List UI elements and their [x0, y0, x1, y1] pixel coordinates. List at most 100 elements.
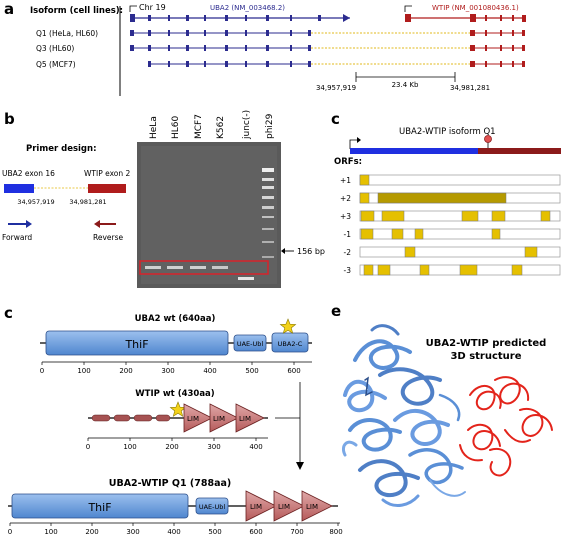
- uba2-exon-bar: [4, 184, 34, 193]
- uba2-wt-title: UBA2 wt (640aa): [135, 314, 216, 324]
- frame-label: -1: [344, 230, 352, 239]
- coord-right-label: 34,981,281: [450, 84, 490, 92]
- wtip-low-complexity-segments: [91, 414, 171, 422]
- isoform-q3-label: Q3 (HL60): [36, 44, 74, 53]
- panel-a-letter: a: [4, 0, 14, 18]
- frame-label: +1: [340, 176, 351, 185]
- axis-tick-label: 800: [329, 528, 342, 536]
- lim-label: LIM: [306, 503, 318, 511]
- transcript-uba2-segment: [350, 148, 478, 154]
- lane-label: MCF7: [194, 114, 204, 139]
- primer-title: Primer design:: [26, 144, 96, 154]
- lim-domain: [235, 403, 265, 433]
- fusion-lim-domain: [301, 490, 333, 522]
- orfs-label: ORFs:: [334, 157, 362, 167]
- reverse-primer-arrow: [94, 220, 116, 228]
- primer-coord-right: 34,981,281: [69, 198, 106, 206]
- gene-model-row: [129, 5, 526, 22]
- axis-tick-label: 0: [8, 528, 12, 536]
- lim-label: LIM: [278, 503, 290, 511]
- axis-tick-label: 100: [123, 443, 136, 451]
- uae-ubl-domain: [233, 334, 267, 352]
- orf-frame-plus2: +2: [340, 192, 561, 204]
- orf-frame-minus2: -2: [344, 246, 561, 258]
- panel-e-letter: e: [331, 302, 341, 320]
- panel-b-letter: b: [4, 110, 15, 128]
- coordinate-span: 23.4 Kb 34,957,919 34,981,281: [316, 72, 490, 92]
- axis-tick-label: 0: [86, 443, 90, 451]
- forward-label: Forward: [2, 233, 32, 242]
- fusion-title: UBA2-WTIP Q1 (788aa): [109, 478, 232, 489]
- thif-label: ThiF: [124, 338, 148, 351]
- protein-structure-blue: [341, 324, 466, 507]
- wtip-axis: 0 100 200 300 400: [86, 437, 268, 451]
- panel-c-orfs: c UBA2-WTIP isoform Q1 ORFs: +1 +2 +3: [331, 110, 561, 276]
- orf-panel-title: UBA2-WTIP isoform Q1: [399, 127, 496, 137]
- wtip-gene-label: WTIP (NM_001080436.1): [432, 4, 519, 12]
- fusion-uae-ubl-label: UAE-Ubl: [199, 503, 226, 511]
- fusion-axis: 0 100 200 300 400 500 600 700 800: [8, 522, 343, 536]
- thif-domain: [45, 330, 229, 356]
- band-size-label: 156 bp: [297, 247, 325, 256]
- exon-left-label: UBA2 exon 16: [2, 169, 55, 178]
- lane-label: phi29: [265, 113, 275, 139]
- lim-label: LIM: [239, 415, 251, 423]
- wtip-wt-title: WTIP wt (430aa): [135, 389, 214, 399]
- fusion-uae-ubl-domain: [195, 497, 229, 515]
- transcript-wtip-segment: [478, 148, 561, 154]
- axis-tick-label: 600: [287, 367, 300, 375]
- orf-frame-plus3: +3: [340, 210, 561, 222]
- isoform-q5-row: Q5 (MCF7): [36, 60, 525, 69]
- panel-c2-letter: c: [4, 304, 13, 322]
- isoform-q1-label: Q1 (HeLa, HL60): [36, 29, 98, 38]
- lim-label: LIM: [213, 415, 225, 423]
- axis-tick-label: 200: [165, 443, 178, 451]
- wtip-exon-bar: [88, 184, 126, 193]
- uba2-c-label: UBA2-C: [278, 340, 303, 348]
- axis-tick-label: 0: [40, 367, 44, 375]
- distance-label: 23.4 Kb: [392, 81, 419, 89]
- frame-label: +2: [340, 194, 351, 203]
- isoform-heading: Isoform (cell lines):: [30, 6, 123, 16]
- axis-tick-label: 400: [167, 528, 180, 536]
- lane-label: junc(-): [242, 110, 252, 140]
- reverse-label: Reverse: [93, 233, 124, 242]
- uae-ubl-label: UAE-Ubl: [237, 340, 264, 348]
- frame-label: -2: [344, 248, 352, 257]
- uba2-c-domain: [271, 332, 309, 353]
- polya-signal-icon: [484, 135, 492, 143]
- exon-right-label: WTIP exon 2: [84, 169, 131, 178]
- lane-label: HeLa: [149, 116, 159, 139]
- axis-tick-label: 200: [85, 528, 98, 536]
- fusion-lim-domain: [273, 490, 305, 522]
- isoform-q5-label: Q5 (MCF7): [36, 60, 76, 69]
- tss-arrow: [349, 139, 358, 149]
- gel-image: [137, 142, 281, 288]
- orf-frame-minus1: -1: [344, 228, 561, 240]
- panel-c-domains: c UBA2 wt (640aa) ThiF UAE-Ubl UBA2-C 0 …: [4, 304, 343, 536]
- gel-lane-labels: HeLa HL60 MCF7 K562 junc(-) phi29: [149, 110, 275, 140]
- structure-title-line1: UBA2-WTIP predicted: [426, 338, 547, 349]
- fusion-arrow: [275, 382, 304, 470]
- lim-domain: [183, 403, 213, 433]
- uba2-axis: 0 100 200 300 400 500 600: [40, 361, 312, 375]
- frame-label: -3: [344, 266, 352, 275]
- orf-frame-minus3: -3: [344, 264, 561, 276]
- panel-b: b Primer design: UBA2 exon 16 WTIP exon …: [2, 110, 325, 288]
- lane-label: HL60: [171, 115, 181, 139]
- uba2-gene-label: UBA2 (NM_003468.2): [210, 4, 285, 12]
- lane-label: K562: [216, 116, 226, 139]
- protein-structure-red: [459, 376, 553, 477]
- fusion-lim-domain: [245, 490, 277, 522]
- lim-label: LIM: [187, 415, 199, 423]
- forward-primer-arrow: [8, 220, 32, 228]
- axis-tick-label: 100: [44, 528, 57, 536]
- panel-c1-letter: c: [331, 110, 340, 128]
- axis-tick-label: 500: [245, 367, 258, 375]
- panel-e: e UBA2-WTIP predicted 3D structure: [331, 302, 553, 507]
- frame-label: +3: [340, 212, 351, 221]
- fusion-thif-domain: [11, 493, 189, 519]
- lim-label: LIM: [250, 503, 262, 511]
- band-highlight-box: [139, 260, 269, 275]
- panel-a: a Isoform (cell lines): Chr 19 UBA2 (NM_…: [4, 0, 526, 96]
